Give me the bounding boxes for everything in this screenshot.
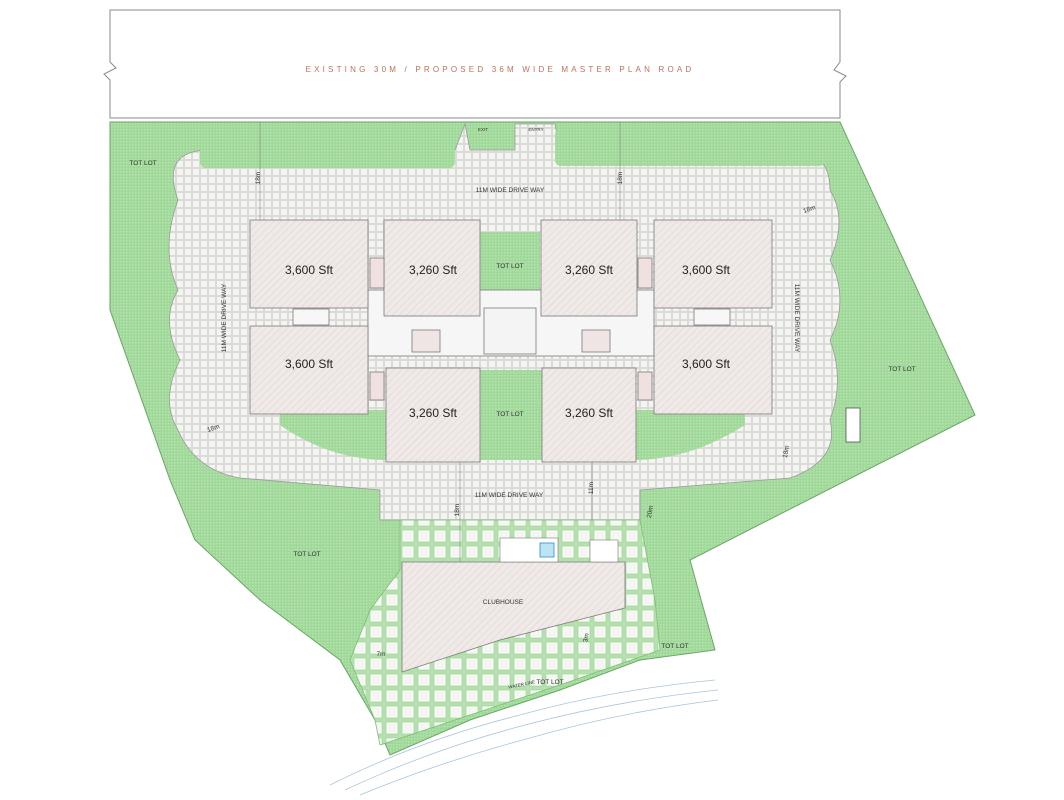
water-channel xyxy=(329,679,719,796)
stair-left-lower xyxy=(369,371,385,401)
pool xyxy=(539,542,555,558)
dimension-label: 18m xyxy=(454,504,461,517)
courtyard-south xyxy=(480,370,542,460)
tot-lot-label: TOT LOT xyxy=(888,366,915,373)
driveway-label-left: 11M WIDE DRIVE WAY xyxy=(221,283,228,352)
dimension-label: 3m xyxy=(582,633,590,643)
dimension-label: 7m xyxy=(376,651,385,658)
dimension-lines xyxy=(259,122,621,562)
unit-block xyxy=(249,219,369,309)
stair-left xyxy=(369,257,385,289)
unit-block xyxy=(249,325,369,415)
stair-right xyxy=(637,257,653,289)
unit-block xyxy=(541,367,637,463)
tot-lot-label: TOT LOT xyxy=(129,160,156,167)
clubhouse-label: CLUBHOUSE xyxy=(483,599,524,606)
unit-area-label: 3,600 Sft xyxy=(682,263,731,277)
tot-lot-label: TOT LOT xyxy=(536,679,563,686)
master-plan-road: EXISTING 30M / PROPOSED 36M WIDE MASTER … xyxy=(103,9,847,119)
green-strip-ne xyxy=(555,128,825,166)
stair-block xyxy=(581,329,611,353)
courtyard-sw xyxy=(280,410,388,460)
dimension-label: 18m xyxy=(255,172,262,185)
service-block xyxy=(589,539,619,563)
unit-area-label: 3,600 Sft xyxy=(682,357,731,371)
dimension-label: 18m xyxy=(802,204,816,215)
dimension-label: 18m xyxy=(782,445,791,459)
courtyard-se xyxy=(634,410,745,460)
unit-block xyxy=(653,325,773,415)
lift-lobby xyxy=(292,308,330,326)
unit-area-label: 3,260 Sft xyxy=(565,406,614,420)
courtyard-north xyxy=(480,232,540,290)
unit-area-label: 3,600 Sft xyxy=(285,357,334,371)
unit-area-label: 3,600 Sft xyxy=(285,263,334,277)
tot-lot-label: TOT LOT xyxy=(496,411,523,418)
unit-area-label: 3,260 Sft xyxy=(565,263,614,277)
road-label: EXISTING 30M / PROPOSED 36M WIDE MASTER … xyxy=(306,65,695,74)
stair-right-lower xyxy=(637,371,653,401)
building-blocks xyxy=(249,219,773,463)
dimension-label: 18m xyxy=(617,172,624,185)
driveway-label-top: 11M WIDE DRIVE WAY xyxy=(476,187,545,194)
unit-block xyxy=(540,219,638,317)
water-line-label: WATER LINE xyxy=(508,679,535,690)
unit-area-label: 3,260 Sft xyxy=(409,406,458,420)
external-stair xyxy=(845,407,861,443)
tot-lot-label: TOT LOT xyxy=(496,263,523,270)
tot-lot-label: TOT LOT xyxy=(661,643,688,650)
green-strip-nw xyxy=(200,128,455,168)
unit-area-label: 3,260 Sft xyxy=(409,263,458,277)
dimension-label: 20m xyxy=(646,505,655,519)
unit-block xyxy=(653,219,773,309)
stair-block xyxy=(411,329,441,353)
dimension-label: 18m xyxy=(206,423,220,434)
driveway-label-bottom: 11M WIDE DRIVE WAY xyxy=(475,492,544,499)
lift-bank xyxy=(483,307,537,355)
unit-block xyxy=(383,219,481,317)
exit-label: EXIT xyxy=(478,127,488,132)
entry-label: ENTRY xyxy=(528,127,543,132)
unit-block xyxy=(385,367,481,463)
clubhouse: CLUBHOUSE xyxy=(401,537,626,673)
driveway-label-right: 11M WIDE DRIVE WAY xyxy=(793,284,800,353)
lift-lobby xyxy=(693,308,731,326)
dimension-label: 11m xyxy=(588,482,595,494)
tot-lot-label: TOT LOT xyxy=(293,551,320,558)
